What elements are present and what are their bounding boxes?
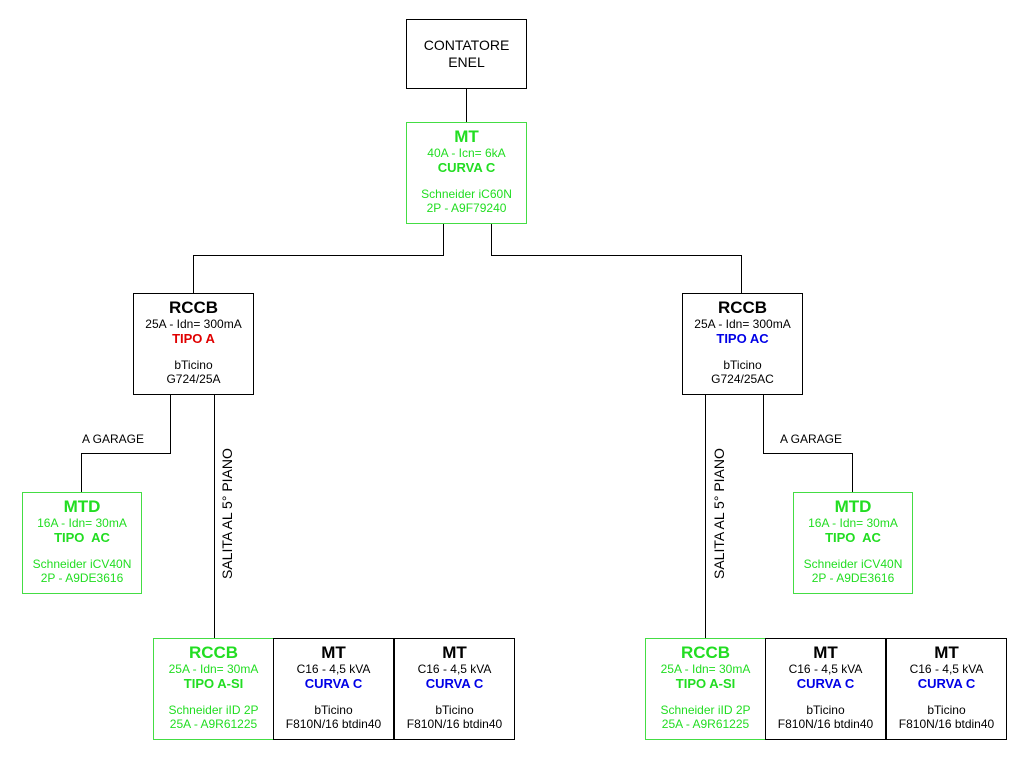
meter-label: CONTATORE [423, 37, 510, 53]
right-rccb-code: G724/25AC [711, 372, 774, 386]
left-mt1-brand: bTicino [314, 703, 353, 717]
left-mt2-title: MT [442, 643, 467, 662]
left-mt1-title: MT [321, 643, 346, 662]
left-mt1-code: F810N/16 btdin40 [285, 717, 382, 731]
right-mt2-box: MT C16 - 4,5 kVA CURVA C bTicino F810N/1… [886, 638, 1007, 740]
right-sub-rccb-brand: Schneider iID 2P [660, 703, 751, 717]
left-sub-rccb-rating: 25A - Idn= 30mA [168, 662, 259, 676]
left-rccb-title: RCCB [168, 298, 219, 317]
left-mtd-rating: 16A - Idn= 30mA [37, 516, 127, 530]
right-sub-rccb-box: RCCB 25A - Idn= 30mA TIPO A-SI Schneider… [645, 638, 766, 740]
left-rccb-code: G724/25A [166, 372, 221, 386]
right-mt2-title: MT [934, 643, 959, 662]
main-mt-code: 2P - A9F79240 [426, 201, 507, 215]
left-garage-label: A GARAGE [82, 432, 145, 446]
right-mt2-rating: C16 - 4,5 kVA [909, 662, 984, 676]
left-mt1-curve: CURVA C [304, 676, 363, 691]
right-sub-rccb-title: RCCB [680, 643, 731, 662]
right-mt1-box: MT C16 - 4,5 kVA CURVA C bTicino F810N/1… [765, 638, 886, 740]
meter-box: CONTATORE ENEL [406, 19, 527, 89]
right-sub-rccb-rating: 25A - Idn= 30mA [660, 662, 751, 676]
right-rccb-brand: bTicino [723, 358, 762, 372]
left-sub-rccb-box: RCCB 25A - Idn= 30mA TIPO A-SI Schneider… [153, 638, 274, 740]
left-mt1-rating: C16 - 4,5 kVA [296, 662, 371, 676]
left-mt2-code: F810N/16 btdin40 [406, 717, 503, 731]
left-mtd-type: TIPO AC [54, 530, 110, 545]
right-sub-rccb-code: 25A - A9R61225 [661, 717, 750, 731]
left-salita-label: SALITA AL 5° PIANO [219, 448, 235, 579]
left-mtd-brand: Schneider iCV40N [32, 557, 132, 571]
right-mt2-curve: CURVA C [917, 676, 976, 691]
right-mt1-curve: CURVA C [796, 676, 855, 691]
right-mt1-title: MT [813, 643, 838, 662]
right-sub-rccb-type: TIPO A-SI [675, 676, 736, 691]
left-rccb-brand: bTicino [174, 358, 213, 372]
left-rccb-box: RCCB 25A - Idn= 300mA TIPO A bTicino G72… [133, 293, 254, 395]
left-mtd-box: MTD 16A - Idn= 30mA TIPO AC Schneider iC… [22, 492, 142, 594]
main-mt-rating: 40A - Icn= 6kA [427, 146, 506, 160]
main-mt-box: MT 40A - Icn= 6kA CURVA C Schneider iC60… [406, 122, 527, 224]
right-salita-label: SALITA AL 5° PIANO [711, 448, 727, 579]
left-sub-rccb-code: 25A - A9R61225 [169, 717, 258, 731]
right-mt1-code: F810N/16 btdin40 [777, 717, 874, 731]
left-mt1-box: MT C16 - 4,5 kVA CURVA C bTicino F810N/1… [273, 638, 394, 740]
right-mtd-type: TIPO AC [825, 530, 881, 545]
right-rccb-box: RCCB 25A - Idn= 300mA TIPO AC bTicino G7… [682, 293, 803, 395]
right-rccb-title: RCCB [717, 298, 768, 317]
right-rccb-rating: 25A - Idn= 300mA [694, 317, 791, 331]
left-mt2-box: MT C16 - 4,5 kVA CURVA C bTicino F810N/1… [394, 638, 515, 740]
right-mtd-rating: 16A - Idn= 30mA [808, 516, 898, 530]
meter-label-2: ENEL [448, 54, 485, 70]
main-mt-title: MT [454, 127, 479, 146]
right-mt1-rating: C16 - 4,5 kVA [788, 662, 863, 676]
main-mt-brand: Schneider iC60N [421, 187, 512, 201]
right-mtd-title: MTD [834, 497, 872, 516]
right-rccb-type: TIPO AC [716, 331, 769, 346]
left-mt2-brand: bTicino [435, 703, 474, 717]
right-mt1-brand: bTicino [806, 703, 845, 717]
right-mt2-brand: bTicino [927, 703, 966, 717]
right-mtd-box: MTD 16A - Idn= 30mA TIPO AC Schneider iC… [793, 492, 913, 594]
left-mtd-title: MTD [63, 497, 101, 516]
right-garage-label: A GARAGE [780, 432, 843, 446]
left-mt2-rating: C16 - 4,5 kVA [417, 662, 492, 676]
right-mt2-code: F810N/16 btdin40 [898, 717, 995, 731]
left-sub-rccb-type: TIPO A-SI [183, 676, 244, 691]
left-sub-rccb-brand: Schneider iID 2P [168, 703, 259, 717]
left-rccb-type: TIPO A [172, 331, 215, 346]
left-rccb-rating: 25A - Idn= 300mA [145, 317, 242, 331]
left-sub-rccb-title: RCCB [188, 643, 239, 662]
main-mt-curve: CURVA C [437, 160, 496, 175]
right-mtd-code: 2P - A9DE3616 [811, 571, 895, 585]
left-mt2-curve: CURVA C [425, 676, 484, 691]
right-mtd-brand: Schneider iCV40N [803, 557, 903, 571]
left-mtd-code: 2P - A9DE3616 [40, 571, 124, 585]
